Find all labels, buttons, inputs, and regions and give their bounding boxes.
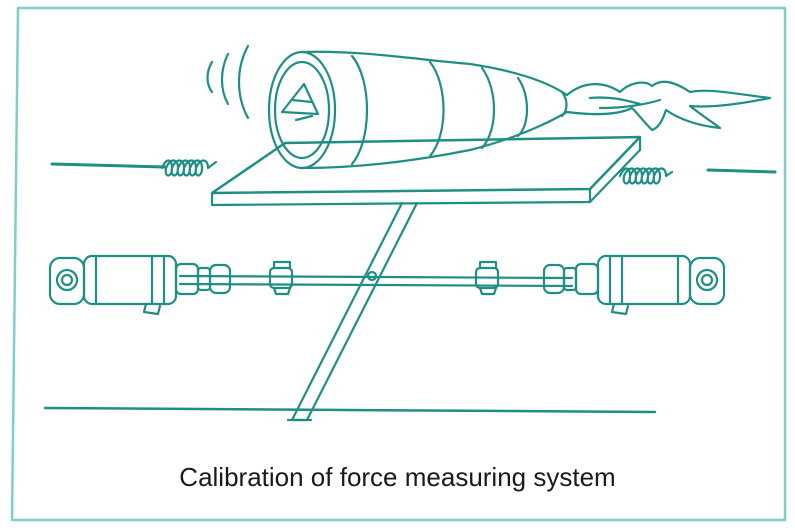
ground-line <box>43 406 657 414</box>
vibration-arc-2 <box>220 52 230 106</box>
calibration-rod <box>178 270 574 288</box>
right-spring <box>618 167 674 185</box>
left-rod-clamp <box>268 260 294 296</box>
vibration-arc-3 <box>238 44 250 120</box>
left-spring <box>160 159 218 177</box>
vibration-arc-1 <box>206 60 214 94</box>
figure-caption: Calibration of force measuring system <box>179 462 616 492</box>
left-wire <box>50 162 167 169</box>
support-strut <box>286 201 419 422</box>
exhaust-flame-inner <box>588 96 662 110</box>
right-wire <box>706 168 777 174</box>
left-load-cell <box>48 254 232 316</box>
right-load-cell <box>542 254 726 316</box>
exhaust-flame <box>565 80 772 132</box>
right-rod-clamp <box>474 260 500 296</box>
frame-border <box>10 6 787 522</box>
jet-engine <box>267 50 569 170</box>
